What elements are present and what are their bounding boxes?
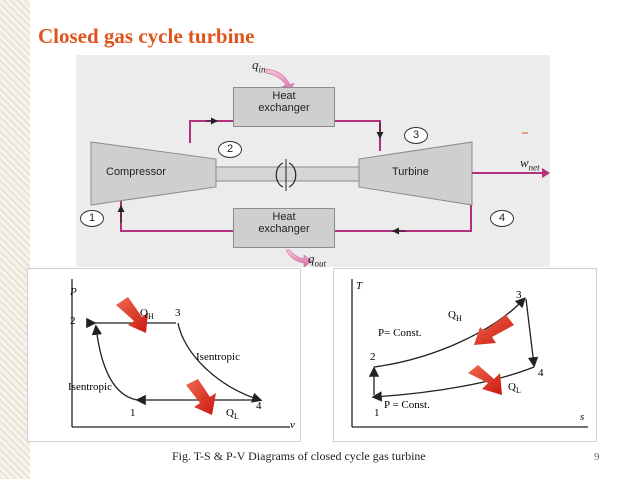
pv-ql-label: QL: [226, 407, 239, 422]
hx-bottom-line1: Heat: [272, 211, 296, 223]
pv-lower-process: Isentropic: [68, 381, 112, 393]
rotation-icon: [275, 162, 284, 188]
ts-point-3: 3: [516, 289, 522, 301]
heat-exchanger-bottom: Heat exchanger: [233, 208, 335, 248]
state-2-marker: 2: [218, 141, 242, 158]
decorative-stripes: [0, 0, 30, 479]
pv-upper-process: Isentropic: [196, 351, 240, 363]
ts-point-4: 4: [538, 367, 544, 379]
shaft: [215, 166, 360, 182]
state-1-marker: 1: [80, 210, 104, 227]
ts-point-2: 2: [370, 351, 376, 363]
qout-label: qout: [308, 251, 327, 269]
ts-ql-arrow: [468, 365, 502, 395]
pv-x-axis-label: v: [290, 419, 295, 431]
cycle-schematic: Heat exchanger Heat exchanger Compressor…: [76, 55, 550, 269]
state-3-marker: 3: [404, 127, 428, 144]
ts-qh-arrow: [474, 315, 514, 345]
figure-caption: Fig. T-S & P-V Diagrams of closed cycle …: [172, 449, 426, 463]
ts-y-axis-label: T: [356, 280, 363, 292]
pv-drawing: [71, 279, 290, 428]
qout-arrow: [285, 249, 313, 267]
hx-top-line2: exchanger: [258, 102, 310, 114]
ts-diagram: T s 2 3 4 1 QH QL P= Const. P = Const.: [333, 268, 597, 442]
turbine-label: Turbine: [392, 166, 429, 178]
schematic-drawing: [90, 68, 550, 267]
pv-point-3: 3: [175, 307, 181, 319]
pv-point-4: 4: [256, 400, 262, 412]
pv-diagram: P v 2 3 4 1 QH QL Isentropic Isentropic: [27, 268, 301, 442]
flow-arrows: [117, 117, 406, 235]
ts-upper-isobar: P= Const.: [378, 327, 422, 339]
ts-lower-isobar: P = Const.: [384, 399, 430, 411]
pv-y-axis-label: P: [70, 286, 77, 298]
compressor-label: Compressor: [106, 166, 166, 178]
pv-ql-arrow: [186, 379, 216, 415]
ts-drawing: [351, 279, 588, 428]
ts-x-axis-label: s: [580, 411, 585, 423]
compressor-shape: [90, 141, 217, 206]
ts-ql-label: QL: [508, 381, 521, 396]
qin-label: qin: [252, 57, 266, 75]
heat-exchanger-top: Heat exchanger: [233, 87, 335, 127]
ts-point-1: 1: [374, 407, 380, 419]
pv-point-1: 1: [130, 407, 136, 419]
state-4-marker: 4: [490, 210, 514, 227]
slide-title: Closed gas cycle turbine: [38, 24, 255, 48]
pv-qh-label: QH: [140, 307, 154, 322]
hx-top-line1: Heat: [272, 90, 296, 102]
pv-point-2: 2: [70, 315, 76, 327]
ts-qh-label: QH: [448, 309, 462, 324]
pv-qh-arrow: [116, 297, 148, 333]
hx-bottom-line2: exchanger: [258, 223, 310, 235]
page-number: 9: [594, 451, 600, 463]
wnet-label: wnet: [520, 155, 540, 173]
